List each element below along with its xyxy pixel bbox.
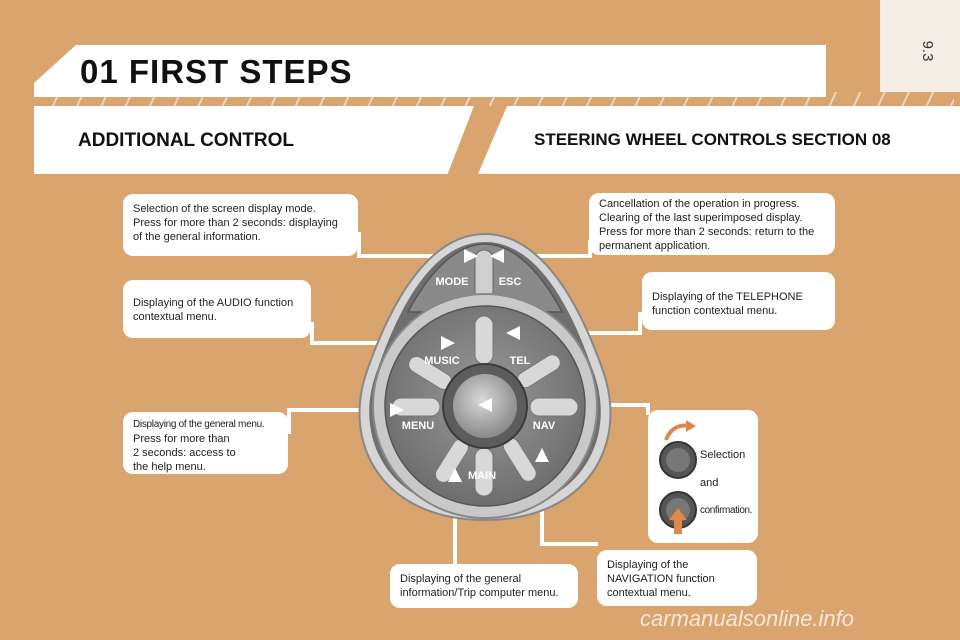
section-title-steering-wheel: STEERING WHEEL CONTROLS SECTION 08 [534, 130, 891, 149]
section-header-right [478, 106, 960, 174]
menu-button-label: MENU [402, 420, 434, 432]
callout-menu: Displaying of the general menu. Press fo… [123, 412, 288, 474]
legend-and: and [700, 477, 719, 489]
knob-press-icon [659, 491, 697, 534]
legend-confirmation: confirmation. [700, 505, 753, 516]
mode-button-label: MODE [436, 276, 469, 288]
page-title: 01 FIRST STEPS [80, 53, 353, 90]
main-button-label: MAIN [468, 470, 496, 482]
decorative-hatch [34, 92, 954, 106]
page-number-strip [880, 0, 960, 92]
callout-mode: Selection of the screen display mode.Pre… [123, 194, 358, 256]
legend-selection: Selection [700, 449, 746, 461]
watermark: carmanualsonline.info [640, 606, 855, 631]
knob-rotate-icon [659, 441, 697, 479]
music-button-label: MUSIC [424, 355, 460, 367]
nav-button-label: NAV [533, 420, 556, 432]
section-header-left [34, 106, 474, 174]
knob-legend: Selection and confirmation. [648, 410, 758, 543]
tel-button-label: TEL [510, 355, 531, 367]
section-title-additional-control: ADDITIONAL CONTROL [78, 130, 295, 151]
esc-button-label: ESC [499, 276, 522, 288]
title-bar [34, 45, 826, 97]
callout-esc: Cancellation of the operation in progres… [589, 193, 835, 255]
rotate-arrow-icon [664, 420, 696, 441]
